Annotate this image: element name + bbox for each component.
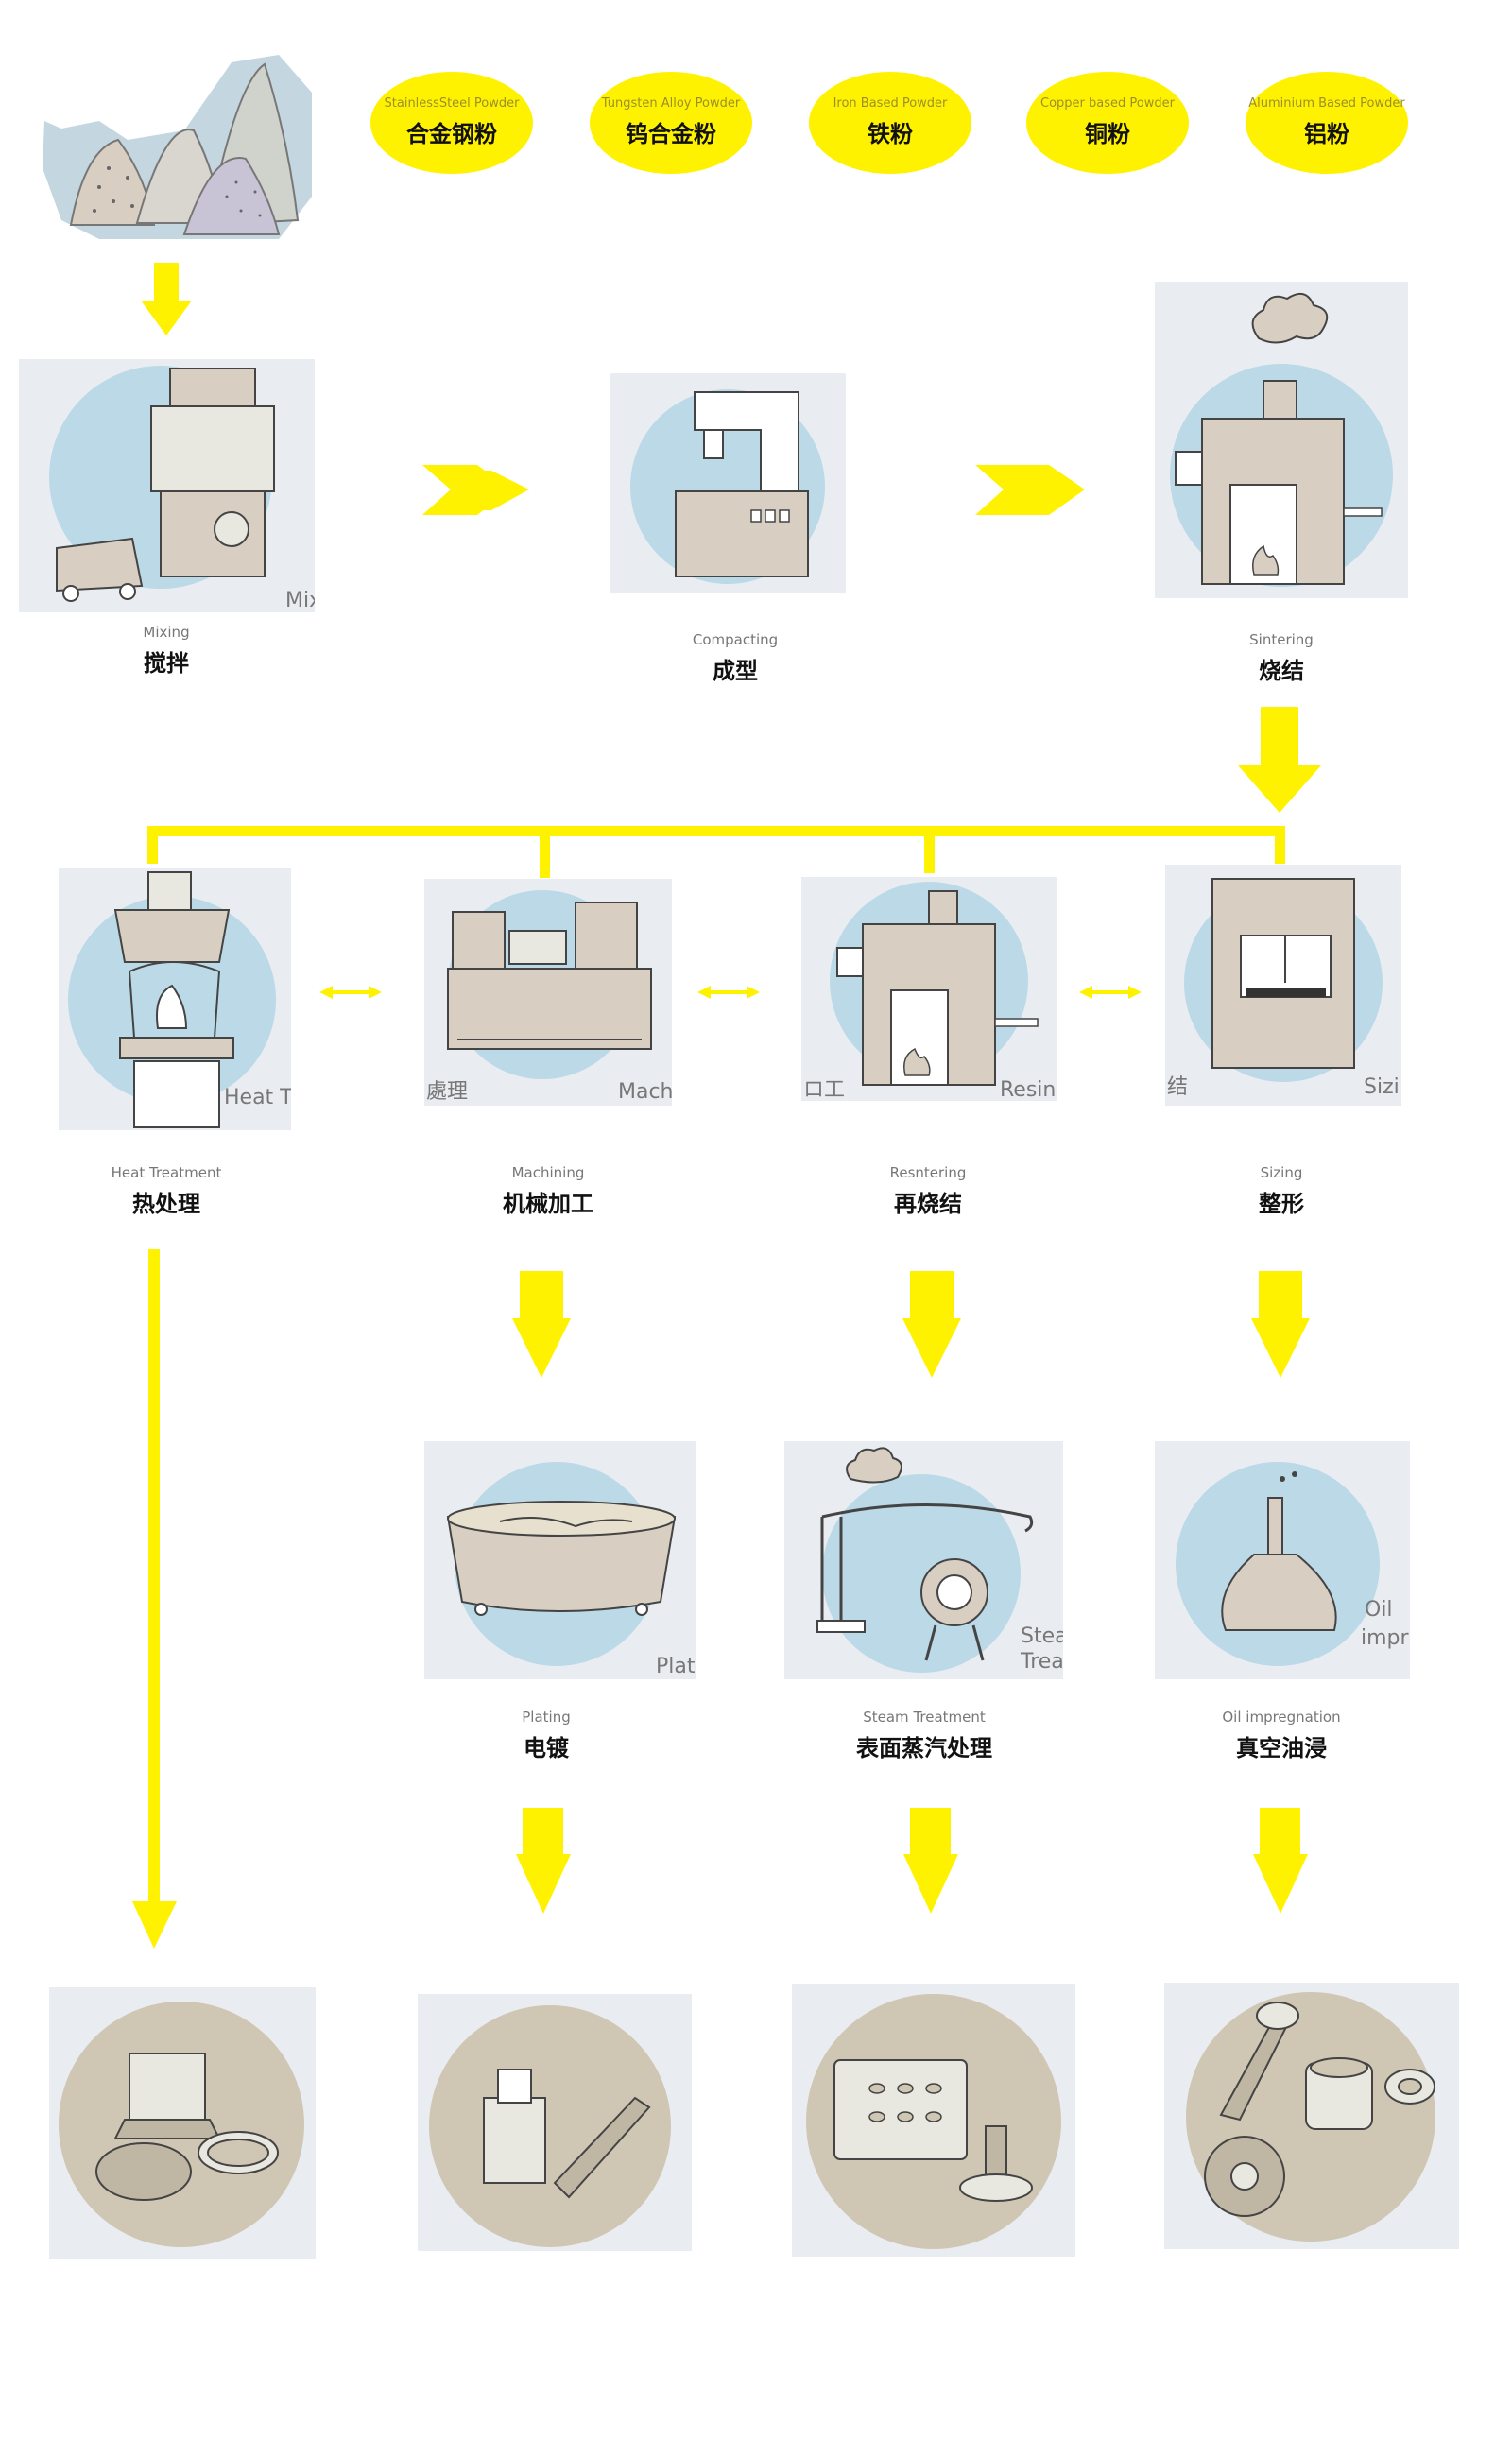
mixing-label: Mixing 搅拌 (53, 624, 280, 678)
plating-image: Plat (424, 1441, 696, 1679)
oil-corner-text: Oil (1365, 1598, 1393, 1622)
machining-label-en: Machining (511, 1164, 585, 1181)
resintering-image: ロ工 Resin (801, 877, 1057, 1101)
powder-aluminium-based: Aluminium Based Powder 铝粉 (1246, 72, 1408, 174)
arrow-down-icon (1253, 1808, 1308, 1914)
heat-treatment-image: Heat T (59, 868, 291, 1130)
powder-label-en: Tungsten Alloy Powder (601, 96, 741, 112)
sizing-image: 结 Sizi (1165, 865, 1401, 1106)
sintering-label-en: Sintering (1249, 631, 1314, 648)
powder-label-zh: 铁粉 (868, 120, 913, 147)
arrow-down-icon (132, 1901, 177, 1949)
compacting-image (610, 373, 846, 593)
steam-treatment-label: Steam Treatment 表面蒸汽处理 (811, 1709, 1038, 1762)
powder-copper-based: Copper based Powder 铜粉 (1026, 72, 1189, 174)
powder-label-zh: 铜粉 (1085, 120, 1130, 147)
powder-stainless-steel: StainlessSteel Powder 合金钢粉 (370, 72, 533, 174)
powder-label-zh: 钨合金粉 (626, 120, 716, 147)
arrow-down-icon (1238, 707, 1321, 813)
sizing-corner-text: Sizi (1364, 1075, 1400, 1099)
arrow-down-icon (903, 1808, 958, 1914)
oil-impregnation-label: Oil impregnation 真空油浸 (1168, 1709, 1395, 1762)
mixing-image: Mix (19, 359, 315, 612)
steam-treatment-image: Stea Trea (784, 1441, 1063, 1679)
heat-treatment-label: Heat Treatment 热处理 (53, 1164, 280, 1218)
plating-label-zh: 电镀 (524, 1735, 569, 1761)
powder-label-en: Copper based Powder (1040, 96, 1175, 112)
resintering-corner-left-text: ロ工 (803, 1078, 845, 1101)
powder-tungsten-alloy: Tungsten Alloy Powder 钨合金粉 (590, 72, 752, 174)
powder-iron-based: Iron Based Powder 铁粉 (809, 72, 971, 174)
machining-image: 處理 Mach (424, 879, 672, 1106)
resintering-label-zh: 再烧结 (894, 1191, 962, 1217)
sintering-label-zh: 烧结 (1259, 658, 1304, 684)
arrow-down-icon (902, 1271, 961, 1378)
sizing-label: Sizing 整形 (1168, 1164, 1395, 1218)
steam-treatment-label-zh: 表面蒸汽处理 (856, 1735, 992, 1761)
product-parts-image (1164, 1983, 1459, 2249)
oil-impregnation-image: Oil impr (1155, 1441, 1410, 1679)
plating-label: Plating 电镀 (433, 1709, 660, 1762)
mixing-label-zh: 搅拌 (144, 650, 189, 677)
machining-label: Machining 机械加工 (435, 1164, 662, 1218)
resintering-label: Resntering 再烧结 (815, 1164, 1041, 1218)
product-rack-image (418, 1994, 692, 2251)
powder-label-zh: 合金钢粉 (406, 120, 497, 147)
mixing-label-en: Mixing (143, 624, 190, 641)
heat-treatment-label-zh: 热处理 (132, 1191, 200, 1217)
powder-label-en: Iron Based Powder (833, 96, 948, 112)
machining-corner-left-text: 處理 (426, 1080, 468, 1104)
product-plate-image (792, 1984, 1075, 2257)
sizing-label-en: Sizing (1260, 1164, 1303, 1181)
branch-bar (147, 826, 1285, 836)
heat-treatment-label-en: Heat Treatment (111, 1164, 222, 1181)
sizing-label-zh: 整形 (1259, 1191, 1304, 1217)
oil-impregnation-label-en: Oil impregnation (1222, 1709, 1341, 1726)
sintering-image (1155, 282, 1408, 598)
sintering-label: Sintering 烧结 (1168, 631, 1395, 685)
mixing-corner-text: Mix (285, 589, 315, 612)
powder-pile-image (43, 55, 312, 239)
arrow-down-icon (516, 1808, 571, 1914)
plating-label-en: Plating (522, 1709, 571, 1726)
arrow-down-icon (1251, 1271, 1310, 1378)
compacting-label-zh: 成型 (713, 658, 758, 684)
plating-corner-text: Plat (656, 1655, 696, 1678)
steam-corner-text: Stea (1021, 1624, 1063, 1648)
arrow-down-icon (512, 1271, 571, 1378)
machining-corner-text: Mach (618, 1080, 672, 1104)
oil-impregnation-label-zh: 真空油浸 (1236, 1735, 1327, 1761)
steam-treatment-label-en: Steam Treatment (863, 1709, 986, 1726)
oil-corner-text-2: impr (1361, 1626, 1410, 1650)
steam-corner-text-2: Trea (1020, 1650, 1063, 1674)
product-gears-image (49, 1987, 316, 2259)
machining-label-zh: 机械加工 (503, 1191, 593, 1217)
sizing-corner-left-text: 结 (1167, 1075, 1188, 1099)
double-arrow-icon (319, 986, 1142, 999)
compacting-label: Compacting 成型 (622, 631, 849, 685)
resintering-label-en: Resntering (889, 1164, 967, 1181)
powder-label-en: Aluminium Based Powder (1248, 96, 1405, 112)
heat-treatment-corner-text: Heat T (224, 1086, 291, 1109)
compacting-label-en: Compacting (692, 631, 779, 648)
powder-label-en: StainlessSteel Powder (384, 96, 520, 112)
arrow-down-icon (141, 263, 192, 335)
powder-label-zh: 铝粉 (1304, 120, 1349, 147)
resintering-corner-text: Resin (1000, 1078, 1056, 1101)
